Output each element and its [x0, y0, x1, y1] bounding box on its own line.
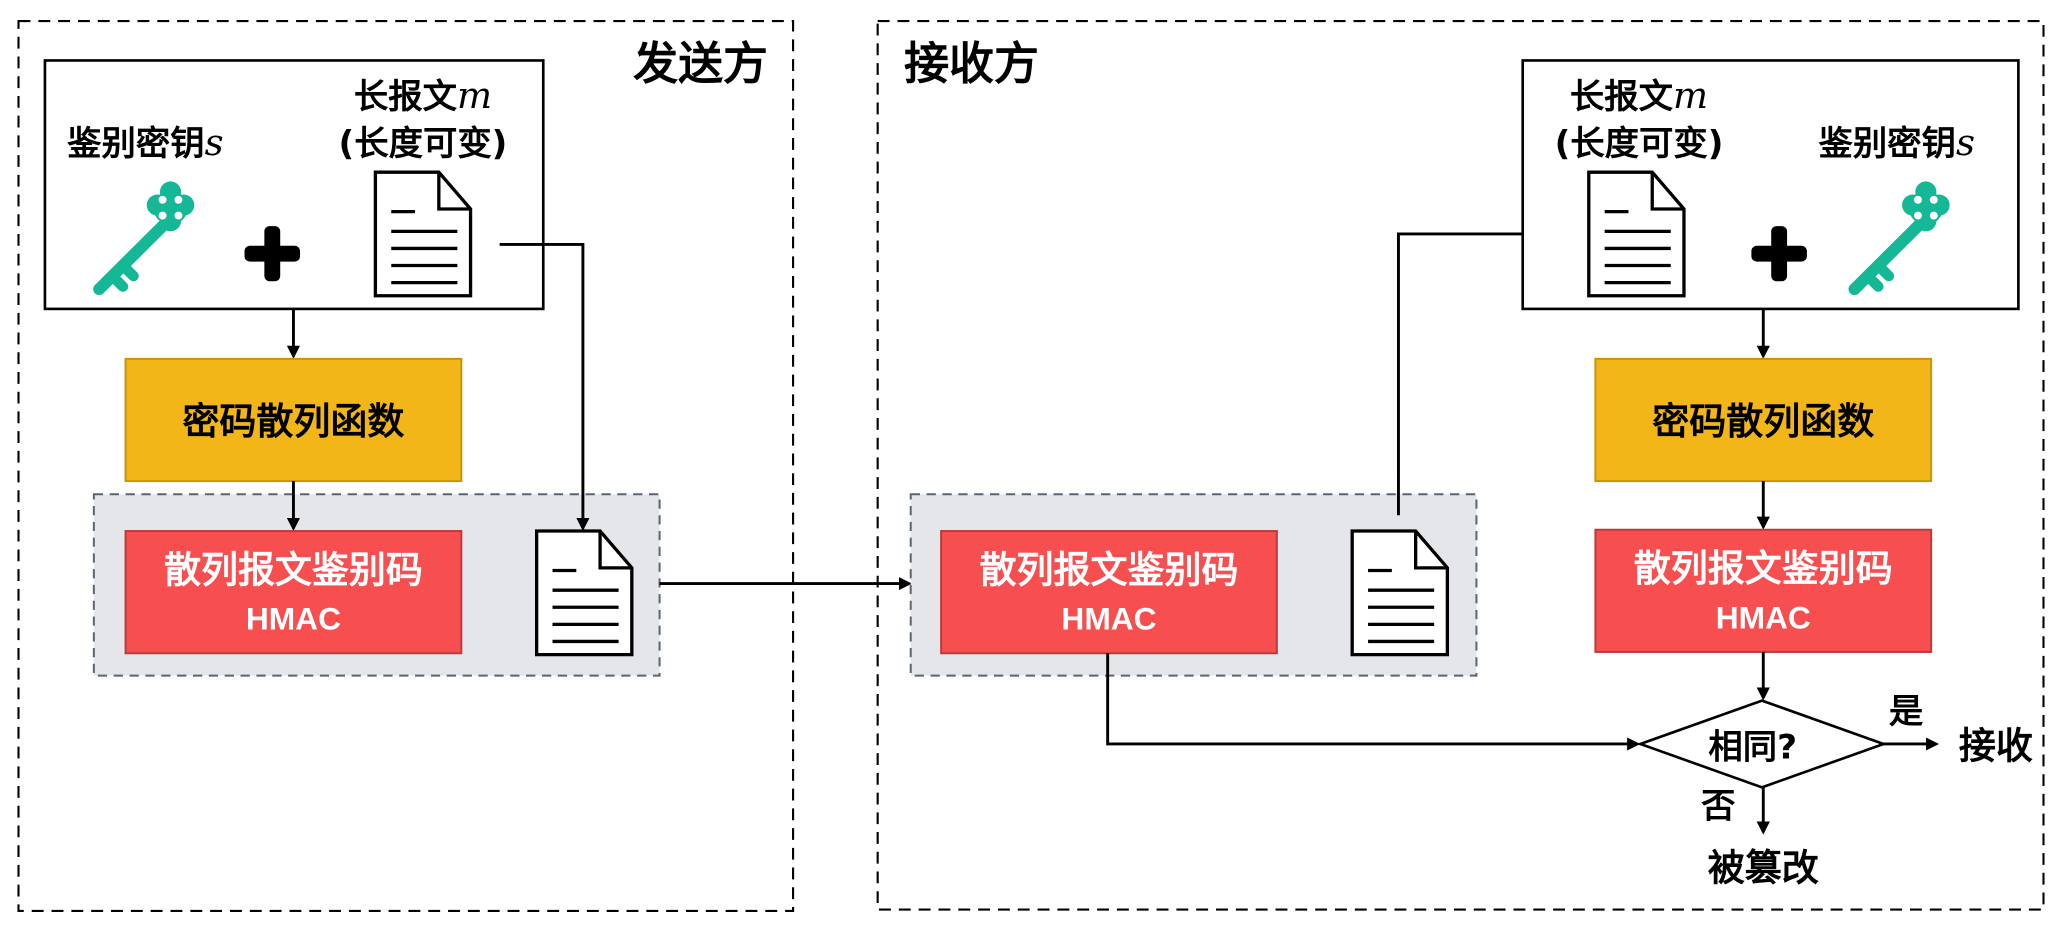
sender-hash-function-label: 密码散列函数 [182, 400, 404, 443]
arrow-received-hmac-to-decision [1106, 653, 1641, 751]
sender-key-label: 鉴别密钥s [66, 121, 223, 164]
sender-hmac-label: 散列报文鉴别码 [164, 548, 423, 591]
sender-message-label: 长报文m [354, 74, 492, 117]
arrow-message-copy [499, 243, 590, 532]
computed-hmac-abbr: HMAC [1716, 599, 1811, 635]
received-hmac-box [940, 530, 1278, 655]
arrow-message-to-receiver-box [1397, 227, 1562, 516]
receiver-message-note: (长度可变) [1555, 124, 1724, 164]
document-icon [534, 529, 634, 657]
sender-message-note: (长度可变) [339, 124, 508, 164]
sender-region [17, 19, 795, 912]
receiver-key-label: 鉴别密钥s [1818, 121, 1975, 164]
document-icon [373, 170, 473, 298]
receiver-hash-function-box [1594, 357, 1933, 483]
yes-label: 是 [1889, 692, 1924, 732]
receiver-title: 接收方 [904, 37, 1039, 90]
sender-title: 发送方 [633, 37, 768, 90]
decision-label: 相同? [1708, 728, 1797, 768]
received-hmac-label: 散列报文鉴别码 [980, 548, 1239, 591]
received-hmac-abbr: HMAC [1061, 601, 1156, 637]
document-icon [1350, 529, 1450, 657]
document-icon [1587, 170, 1686, 298]
computed-hmac-label: 散列报文鉴别码 [1634, 547, 1893, 590]
receiver-region [876, 19, 2045, 911]
receiver-hash-function-label: 密码散列函数 [1652, 400, 1874, 443]
tampered-label: 被篡改 [1708, 847, 1819, 890]
sender-hmac-abbr: HMAC [246, 601, 341, 637]
sender-hmac-box [124, 530, 463, 655]
sender-hash-function-box [124, 357, 463, 483]
receiver-message-label: 长报文m [1570, 74, 1708, 117]
accept-label: 接收 [1959, 725, 2033, 768]
no-label: 否 [1701, 787, 1735, 827]
